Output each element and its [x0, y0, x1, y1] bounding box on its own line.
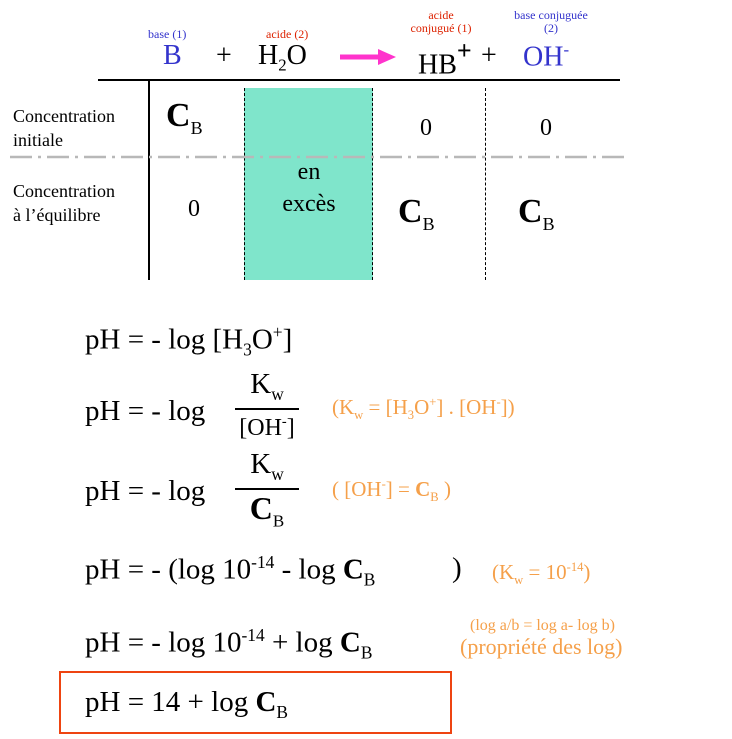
conj-base2-label: base conjuguée (2): [514, 8, 588, 35]
base-symbol: B: [163, 40, 182, 71]
product-base: OH-: [523, 40, 570, 73]
equation-1: pH = - log [H3O+]: [85, 322, 293, 360]
table-divider-left: [148, 80, 150, 280]
excess-text: en excès: [282, 159, 336, 217]
table-divider-right: [485, 88, 486, 280]
reaction-arrow-icon: [340, 49, 396, 65]
excess-cell: [244, 88, 373, 280]
water-formula: H2O: [258, 40, 307, 75]
log-rule-note: (log a/b = log a- log b): [470, 617, 615, 634]
equation-3-denominator: CB: [249, 490, 285, 531]
oh-equals-cb-note: ( [OH-] = CB ): [332, 477, 451, 505]
equilibrium-base-zero: 0: [188, 196, 200, 222]
equation-4: pH = - (log 10-14 - log CB: [85, 552, 376, 590]
equation-2-denominator: [OH-]: [239, 414, 295, 441]
equation-3-fraction-bar: [235, 488, 299, 490]
row-initial-label: Concentration initiale: [13, 106, 115, 150]
row-equilibrium-label: Concentration à l’équilibre: [13, 181, 115, 225]
product-acid: HB+: [418, 36, 472, 81]
equation-2-numerator: Kw: [250, 368, 284, 404]
kw-value-note: (Kw = 10-14): [492, 560, 591, 588]
conj-acid1-label: acide conjugué (1): [410, 8, 472, 35]
equation-4-close-paren: ): [452, 552, 462, 584]
initial-conj-acid-zero: 0: [420, 115, 432, 141]
equilibrium-conj-base-cb: CB: [518, 193, 555, 234]
plus-sign-2: +: [481, 40, 497, 71]
base1-label: base (1): [148, 27, 187, 41]
equation-5: pH = - log 10-14 + log CB: [85, 625, 373, 663]
log-property-note: (propriété des log): [460, 634, 623, 659]
row-separator: [10, 155, 630, 159]
acid2-label: acide (2): [266, 27, 309, 41]
equation-2-left: pH = - log: [85, 395, 206, 427]
initial-base-cb: CB: [166, 97, 203, 138]
final-result-box: [59, 671, 452, 734]
initial-conj-base-zero: 0: [540, 115, 552, 141]
plus-sign-1: +: [216, 40, 232, 71]
kw-definition-note: (Kw = [H3O+] . [OH-]): [332, 395, 515, 423]
equation-3-left: pH = - log: [85, 475, 206, 507]
equation-2-fraction-bar: [235, 408, 299, 410]
final-result: pH = 14 + log CB: [85, 686, 289, 722]
equation-3-numerator: Kw: [250, 448, 284, 484]
equilibrium-conj-acid-cb: CB: [398, 193, 435, 234]
table-top-line: [98, 79, 620, 81]
